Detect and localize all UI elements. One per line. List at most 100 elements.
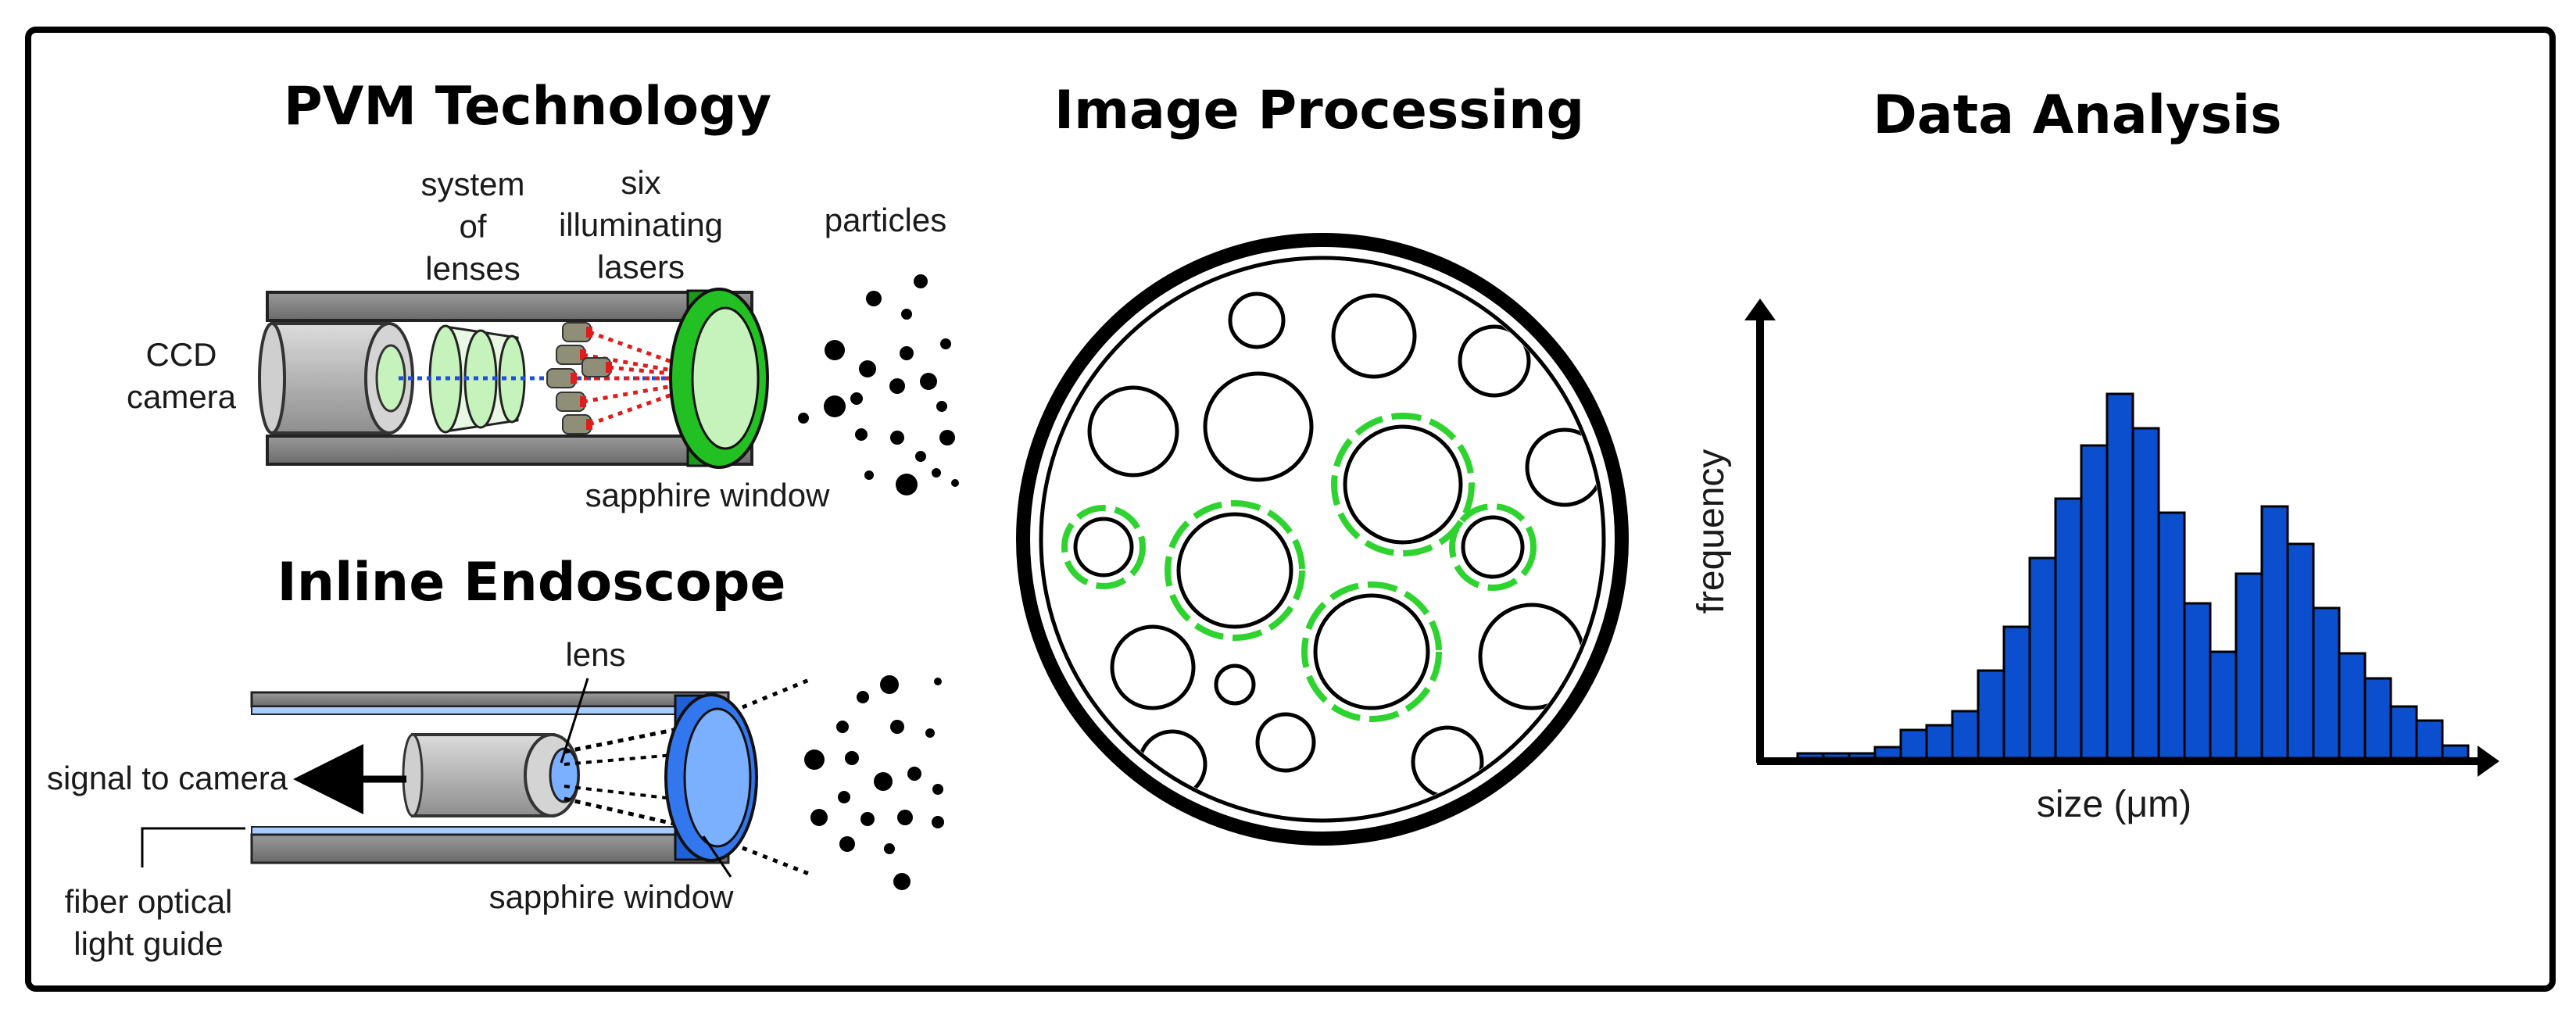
label-six-lasers-2: illuminating [559, 206, 723, 243]
histogram-bar [2028, 556, 2057, 760]
particle-outline [1313, 593, 1430, 710]
particle-dot [893, 873, 911, 890]
histogram-bar [1873, 746, 1902, 760]
particle-dot [804, 749, 825, 770]
particle-dot [859, 360, 876, 377]
label-six-lasers-3: lasers [597, 249, 685, 285]
particle-dot [836, 721, 849, 733]
processing-title: Image Processing [1054, 80, 1584, 141]
ccd-camera-back [258, 322, 286, 435]
endoscope-panel: Inline Endoscope lens signal to camera [47, 552, 944, 962]
particle-dot [864, 470, 874, 480]
particle-dot [839, 836, 855, 852]
particle-dot [907, 767, 921, 781]
endo-window-pointer [702, 835, 732, 878]
particle-outline [1343, 424, 1463, 545]
label-ccd-1: CCD [146, 336, 217, 373]
histogram-bar [1925, 724, 1954, 760]
particle-dot [925, 728, 935, 738]
particle-dot [798, 413, 809, 424]
particle-outline [1228, 292, 1286, 349]
particle-image-field [1061, 292, 1601, 799]
histogram-bar [2157, 511, 2186, 760]
label-signal-to-camera: signal to camera [47, 760, 288, 796]
label-fiber-1: fiber optical [65, 883, 233, 920]
particle-outline [1525, 427, 1601, 507]
laser-tip [580, 396, 586, 407]
detected-particle-highlight [1061, 505, 1146, 589]
histogram-bar [2106, 392, 2134, 760]
particle-dot [932, 784, 943, 795]
particle-dot [934, 678, 942, 685]
x-axis-arrow [2478, 746, 2499, 777]
y-axis-label: frequency [1690, 449, 1732, 614]
label-fiber-2: light guide [73, 925, 223, 962]
particle-dot [936, 401, 947, 412]
histogram-bar [2054, 497, 2083, 760]
analysis-title: Data Analysis [1873, 84, 2281, 146]
x-axis-label: size (μm) [2037, 784, 2191, 825]
endo-lens [549, 747, 580, 803]
particle-dot [845, 751, 859, 765]
particle-dot [884, 843, 895, 854]
pvm-panel: PVM Technology system of lenses six illu… [127, 76, 959, 513]
lens-2 [463, 329, 498, 429]
particle-dot [951, 479, 959, 487]
histogram-bar [2209, 650, 2238, 760]
laser-tip [580, 349, 586, 360]
particle-dot [896, 474, 918, 495]
particle-dot [897, 810, 913, 825]
histogram-bar [2183, 602, 2212, 760]
label-ccd-2: camera [127, 378, 237, 415]
laser-tip [586, 327, 592, 338]
detected-particle-highlight [1449, 503, 1537, 591]
lens-pointer [560, 678, 589, 764]
histogram-bar [2131, 427, 2160, 760]
particle-dot [932, 468, 941, 478]
particle-outline [1203, 371, 1314, 482]
particle-dot [825, 340, 845, 360]
detected-particle-highlight [1165, 500, 1305, 641]
particle-dot [860, 812, 875, 826]
analysis-panel: Data Analysis size (μm) frequency [1690, 84, 2499, 825]
label-system-of-lenses-1: system [420, 166, 524, 202]
particle-dot [901, 309, 912, 320]
pvm-tube-top-wall [266, 291, 753, 322]
particle-dot [940, 338, 951, 349]
laser-tip [586, 419, 592, 430]
particle-outline [1214, 664, 1256, 706]
detected-particle-highlight [1331, 413, 1475, 556]
histogram-bar [2415, 719, 2444, 760]
particle-dot [855, 428, 868, 441]
pvm-tube-bottom-wall [266, 435, 753, 466]
label-endo-lens: lens [565, 636, 625, 673]
particle-dot [866, 291, 882, 306]
laser-tip [571, 373, 577, 384]
particle-dot [874, 772, 893, 791]
histogram-bar [2338, 652, 2367, 760]
particle-dot [914, 274, 928, 288]
y-axis-arrow [1744, 299, 1776, 320]
laser-tip [606, 362, 612, 373]
particle-dot [838, 791, 850, 803]
pvm-window-glass [691, 306, 760, 450]
histogram-bar [2002, 625, 2031, 760]
endoscope-particles [804, 675, 944, 890]
particle-dot [900, 346, 914, 360]
label-six-lasers-1: six [621, 164, 660, 201]
particle-dot [810, 809, 828, 826]
particle-dot [880, 675, 899, 694]
histogram-bar [2234, 572, 2263, 760]
particle-dot [824, 395, 846, 417]
detected-particle-highlight [1301, 581, 1442, 722]
laser-beam [608, 365, 718, 381]
label-system-of-lenses-2: of [459, 208, 486, 245]
particle-outline [1176, 512, 1293, 629]
particle-dot [857, 691, 869, 703]
histogram-bar [2080, 444, 2109, 760]
histogram-bar [2260, 505, 2289, 760]
histogram-bars [1796, 392, 2470, 760]
particle-dot [932, 816, 944, 828]
label-pvm-sapphire-window: sapphire window [585, 477, 831, 513]
